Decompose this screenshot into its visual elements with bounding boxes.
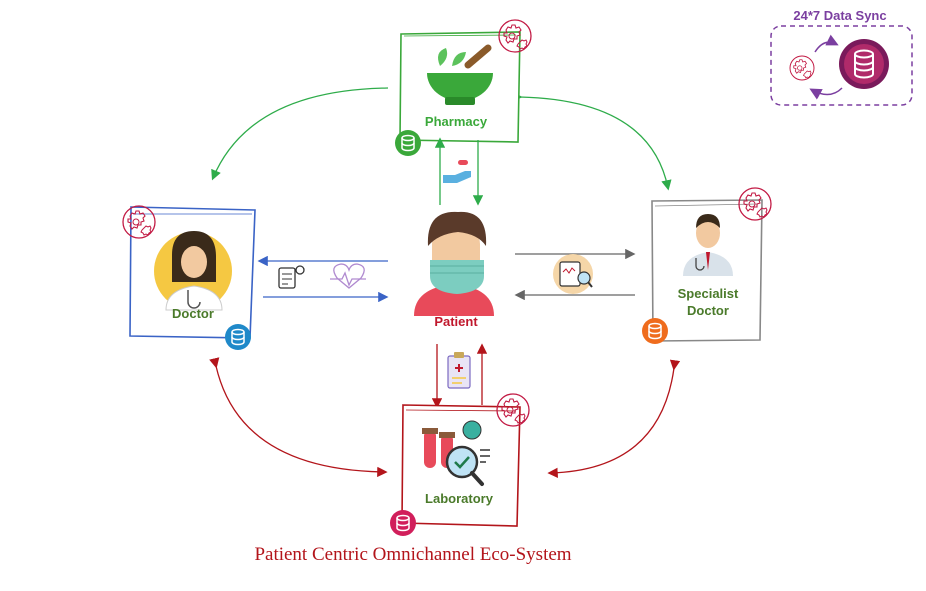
medical-clipboard-icon xyxy=(447,352,471,389)
arrow-doctor-laboratory xyxy=(209,357,388,478)
lab-tubes-microscope-icon xyxy=(422,420,490,486)
doctor-node[interactable]: Doctor xyxy=(122,205,256,350)
arrow-pharmacy-doctor xyxy=(211,87,389,181)
clipboard-stethoscope-icon xyxy=(278,265,305,289)
specialist-avatar-icon xyxy=(683,214,733,276)
patient-label: Patient xyxy=(434,314,478,329)
doctor-database-icon xyxy=(225,324,251,350)
sync-arrow-top xyxy=(814,34,839,53)
specialist-doctor-node[interactable]: Specialist Doctor xyxy=(642,187,772,344)
data-sync-panel: 24*7 Data Sync xyxy=(770,8,913,106)
specialist-label-line2: Doctor xyxy=(687,303,729,318)
patient-avatar-icon xyxy=(414,211,494,316)
medicine-hand-icon xyxy=(443,160,471,183)
sync-gear-icon xyxy=(789,55,815,81)
data-sync-label: 24*7 Data Sync xyxy=(793,8,886,23)
heartbeat-icon xyxy=(330,263,366,289)
laboratory-node[interactable]: Laboratory xyxy=(390,393,530,536)
arrow-pharmacy-specialist xyxy=(512,91,672,191)
diagram-title: Patient Centric Omnichannel Eco-System xyxy=(254,544,571,565)
pharmacy-label: Pharmacy xyxy=(425,114,488,129)
report-magnifier-icon xyxy=(553,254,593,294)
pharmacy-node[interactable]: Pharmacy xyxy=(395,19,532,156)
doctor-label: Doctor xyxy=(172,306,214,321)
specialist-database-icon xyxy=(642,318,668,344)
laboratory-database-icon xyxy=(390,510,416,536)
laboratory-label: Laboratory xyxy=(425,491,494,506)
patient-node[interactable]: Patient xyxy=(414,211,494,329)
arrow-specialist-laboratory xyxy=(547,359,681,478)
specialist-label-line1: Specialist xyxy=(678,286,739,301)
mortar-pestle-icon xyxy=(427,44,493,105)
pharmacy-database-icon xyxy=(395,130,421,156)
sync-arrow-bottom xyxy=(809,87,843,100)
sync-database-icon xyxy=(839,39,889,89)
doctor-avatar-icon xyxy=(154,231,232,311)
